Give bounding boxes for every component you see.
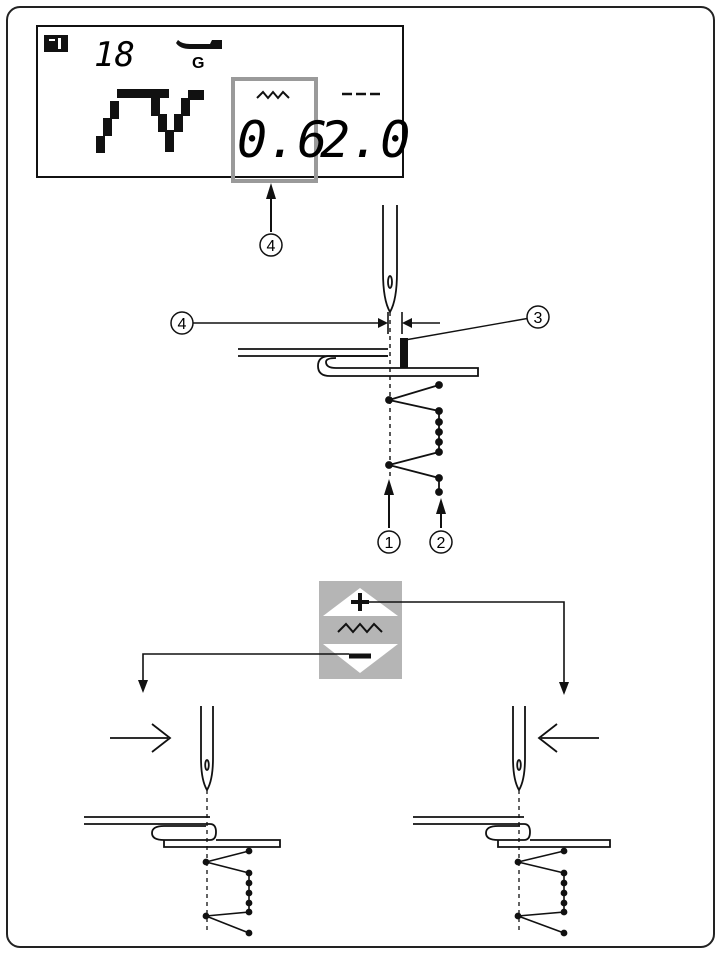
svg-text:2: 2	[437, 535, 446, 552]
stitch-length-value: 2.0	[320, 111, 410, 169]
stitch-image-icon	[96, 89, 204, 153]
callout-1: 1	[377, 530, 401, 554]
right-fabric-fold	[413, 816, 611, 848]
callout-2: 2	[429, 530, 453, 554]
stitch-width-key[interactable]	[319, 581, 402, 679]
pattern-number: 18	[94, 35, 135, 75]
right-direction-arrow	[537, 723, 599, 753]
stitch-width-value: 0.6	[237, 111, 327, 169]
svg-text:4: 4	[267, 238, 276, 255]
lcd-pointer-arrow	[266, 183, 276, 232]
left-needle	[200, 706, 214, 792]
left-direction-arrow	[110, 723, 172, 753]
svg-text:3: 3	[534, 310, 543, 327]
center-needle	[382, 205, 398, 314]
svg-text:4: 4	[178, 316, 187, 333]
zigzag-small-icon	[256, 90, 290, 100]
figure-frame	[6, 6, 715, 948]
left-stitches	[202, 847, 253, 937]
fabric-fold	[238, 348, 479, 377]
connector-plus	[369, 601, 569, 695]
callout-4-mid: 4	[170, 311, 194, 335]
width-highlight-box	[231, 77, 318, 183]
seam-guide	[400, 338, 408, 368]
callout-2-arrow	[436, 498, 446, 528]
width-dimension	[190, 312, 440, 334]
connector-minus	[138, 653, 349, 693]
callout-4-top: 4	[259, 233, 283, 257]
presser-foot-icon	[176, 40, 222, 49]
right-stitches	[514, 847, 568, 937]
svg-text:1: 1	[385, 535, 394, 552]
callout-3-leader	[404, 317, 531, 341]
callout-3: 3	[526, 305, 550, 329]
callout-1-arrow	[384, 479, 394, 528]
blind-hem-stitches-center	[385, 381, 443, 496]
memory-icon	[44, 35, 68, 52]
presser-foot-letter: G	[192, 55, 204, 72]
lcd-display: 18 G 0.6 2.0	[36, 25, 410, 183]
zigzag-icon	[337, 622, 383, 634]
right-needle	[512, 706, 526, 792]
left-fabric-fold	[84, 816, 281, 848]
